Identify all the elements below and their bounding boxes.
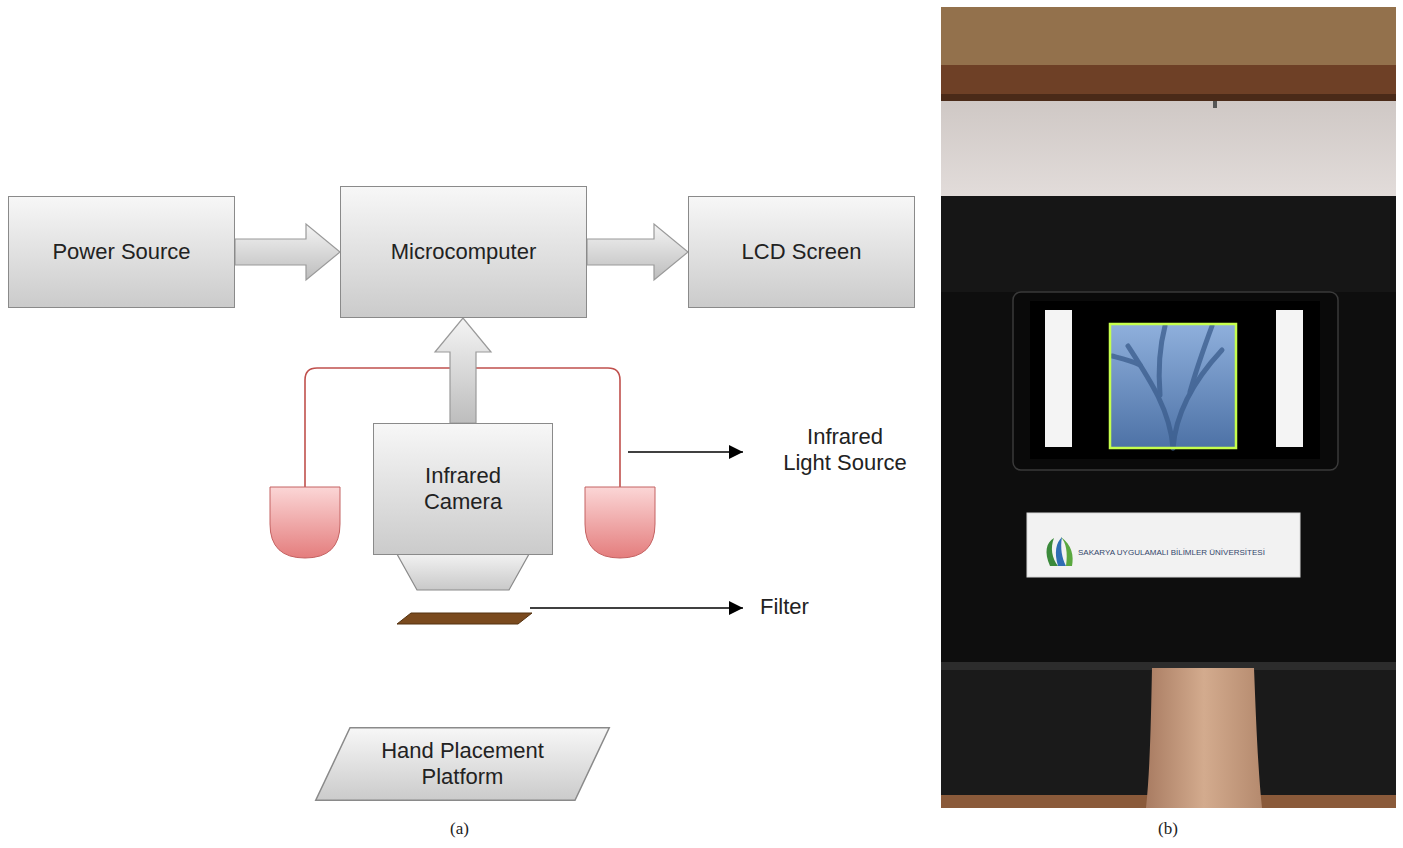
- device-photo: [941, 7, 1396, 808]
- screen: [1030, 301, 1320, 459]
- infrared-led: [585, 487, 655, 558]
- process-box: Power Source: [8, 196, 235, 308]
- screen-bar: [1276, 310, 1303, 447]
- cork-board: [941, 7, 1396, 69]
- vein-line: [1159, 326, 1165, 395]
- leader-arrow: [628, 451, 743, 453]
- node-text: Infrared Camera: [408, 463, 518, 516]
- platform-parallelogram: Hand Placement Platform: [315, 727, 610, 801]
- camera-box: Infrared Camera: [373, 423, 553, 555]
- device-housing: [941, 196, 1396, 668]
- process-box: Microcomputer: [340, 186, 587, 318]
- process-box: LCD Screen: [688, 196, 915, 308]
- shelf: [941, 65, 1396, 96]
- node-text: Hand Placement Platform: [368, 738, 558, 791]
- filter-plate: [397, 613, 532, 624]
- vein-image: [1110, 324, 1236, 448]
- screen-bar: [1045, 310, 1072, 447]
- shelf-edge: [941, 94, 1396, 101]
- logo-leaf: [1061, 537, 1073, 566]
- vein-line: [1112, 356, 1140, 365]
- panel-letter: (a): [450, 816, 469, 842]
- part-label: Filter: [760, 594, 809, 620]
- node-text: LCD Screen: [742, 239, 862, 265]
- screen-bezel: [1013, 292, 1338, 470]
- node-text: Power Source: [52, 239, 190, 265]
- device-top: [941, 196, 1396, 292]
- camera-lens: [397, 554, 529, 590]
- logo-card: [1027, 513, 1300, 577]
- wall: [941, 101, 1396, 197]
- detection-frame: [1110, 324, 1236, 448]
- parallelogram-shape: [316, 728, 610, 801]
- university-name: SAKARYA UYGULAMALI BİLİMLER ÜNİVERSİTESİ: [1078, 548, 1265, 558]
- part-label: Infrared Light Source: [782, 424, 908, 476]
- block-arrow: [235, 224, 340, 280]
- block-arrow: [435, 318, 491, 423]
- leader-arrow: [530, 607, 743, 609]
- vein-line: [1190, 326, 1212, 392]
- vein-lines: [1112, 326, 1222, 448]
- arm: [1146, 668, 1262, 808]
- screw: [1213, 101, 1217, 108]
- block-arrow: [587, 224, 688, 280]
- panel-letter: (b): [1158, 816, 1178, 842]
- node-text: Microcomputer: [391, 239, 536, 265]
- infrared-led: [270, 487, 340, 558]
